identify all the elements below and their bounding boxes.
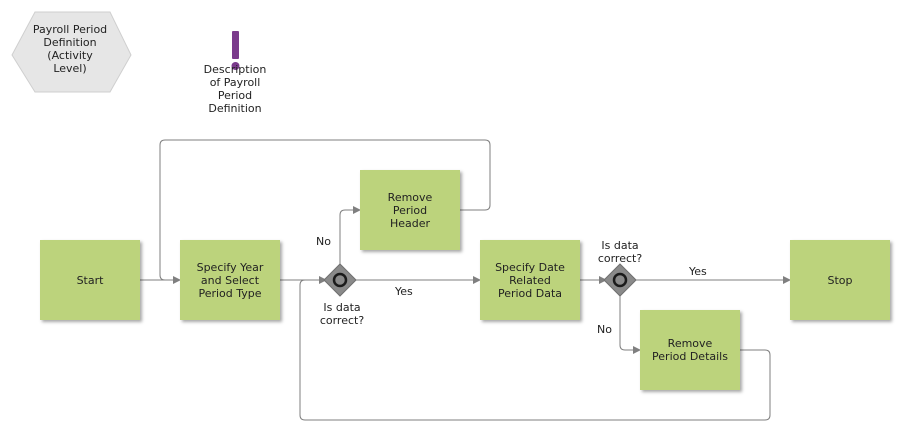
edge-gateway1-no — [339, 206, 361, 266]
activity-hexagon[interactable] — [11, 11, 132, 93]
edge-label-g2-no: No — [597, 323, 612, 336]
edge-label-g2-yes: Yes — [689, 265, 707, 278]
task-remove-period-header-label: Remove Period Header — [387, 190, 433, 230]
task-specify-year[interactable]: Specify Year and Select Period Type — [180, 240, 280, 320]
task-specify-year-label: Specify Year and Select Period Type — [196, 260, 264, 300]
edge-gateway2-no — [619, 294, 641, 354]
task-start-label: Start — [76, 273, 104, 287]
gateway-1[interactable] — [323, 263, 357, 297]
task-stop[interactable]: Stop — [790, 240, 890, 320]
task-start[interactable]: Start — [40, 240, 140, 320]
edge-remove-header-loop — [159, 139, 491, 281]
hexagon-label: Payroll Period Definition (Activity Leve… — [32, 23, 108, 75]
task-specify-date[interactable]: Specify Date Related Period Data — [480, 240, 580, 320]
task-remove-period-details[interactable]: Remove Period Details — [640, 310, 740, 390]
edge-label-g1-no: No — [316, 235, 331, 248]
task-specify-date-label: Specify Date Related Period Data — [495, 260, 565, 300]
task-remove-period-header[interactable]: Remove Period Header — [360, 170, 460, 250]
edge-label-g1-yes: Yes — [395, 285, 413, 298]
task-remove-period-details-label: Remove Period Details — [652, 337, 728, 363]
gateway-2-label: Is data correct? — [597, 239, 643, 265]
exclamation-icon — [231, 31, 240, 70]
edge-remove-details-loop — [299, 279, 771, 421]
description-label[interactable]: Description of Payroll Period Definition — [203, 63, 267, 115]
task-stop-label: Stop — [827, 273, 853, 287]
connectors — [140, 139, 791, 421]
gateway-2[interactable] — [603, 263, 637, 297]
gateway-1-label: Is data correct? — [319, 301, 365, 327]
